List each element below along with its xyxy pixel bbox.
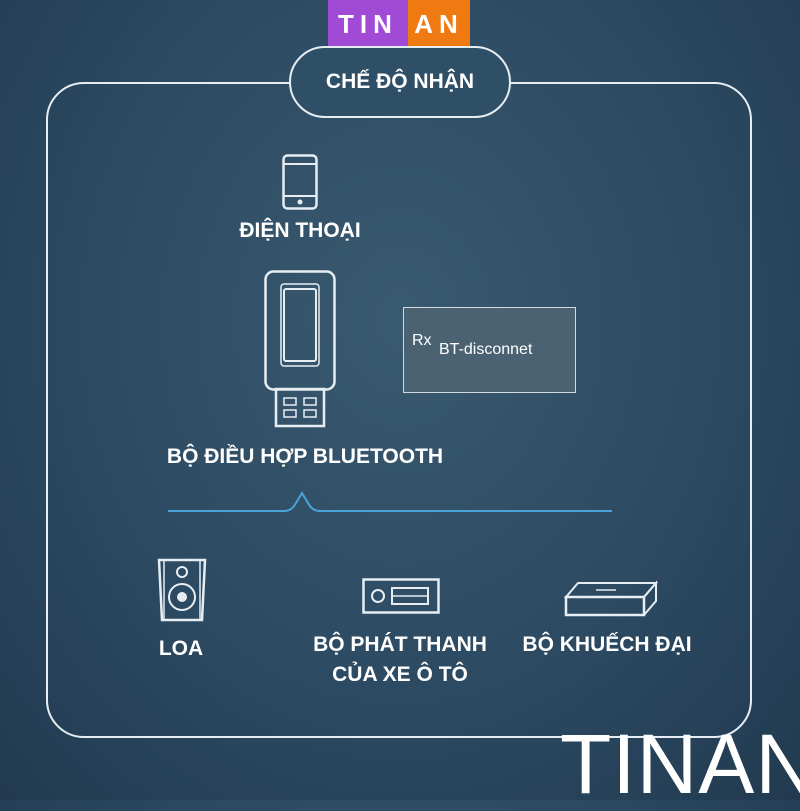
logo-part-an: AN [408,0,470,49]
speaker-label: LOA [158,637,204,660]
amplifier-icon [563,580,659,617]
display-rx-text: Rx [412,332,432,349]
phone-icon [282,154,318,210]
mode-title: CHẾ ĐỘ NHẬN [289,46,511,118]
car-radio-label-line2: CỦA XE Ô TÔ [332,663,468,686]
watermark-text: TINAN [560,717,800,811]
usb-adapter-icon [264,270,336,428]
logo-part-tin: TIN [328,0,408,49]
brand-logo: TIN AN [328,0,470,49]
display-status-text: BT-disconnet [439,341,533,358]
amplifier-label: BỘ KHUẾCH ĐẠI [522,633,692,656]
car-radio-label-line1: BỘ PHÁT THANH [313,633,487,656]
phone-label: ĐIỆN THOẠI [239,219,361,242]
connector-line [168,491,612,512]
car-radio-icon [362,578,440,614]
adapter-display: Rx BT-disconnet [403,307,576,393]
speaker-icon [157,558,207,622]
adapter-label: BỘ ĐIỀU HỢP BLUETOOTH [166,445,444,468]
